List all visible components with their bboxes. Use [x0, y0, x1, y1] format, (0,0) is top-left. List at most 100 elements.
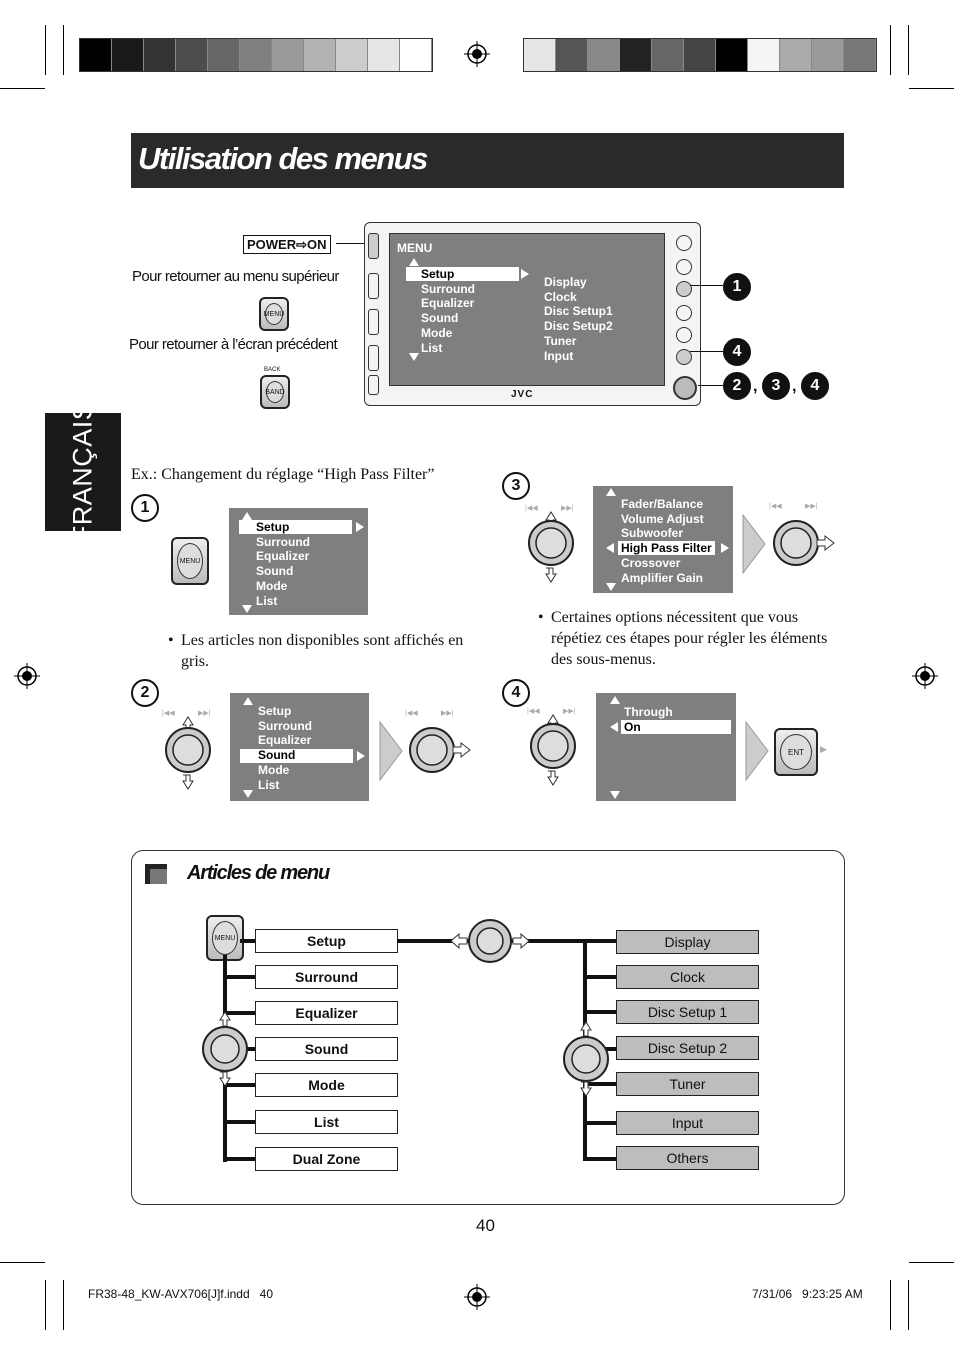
scroll-down-icon [610, 791, 620, 799]
articles-box [131, 850, 845, 1205]
submenu-item-box[interactable]: Disc Setup 1 [616, 1000, 759, 1024]
svg-text:▶▶|: ▶▶| [805, 503, 818, 510]
step-4-number: 4 [502, 679, 530, 707]
unit-highlight-bar [406, 267, 519, 281]
menu-item-box[interactable]: Sound [255, 1037, 398, 1061]
registration-mark-icon [14, 663, 40, 689]
page-number: 40 [476, 1216, 495, 1235]
callout-step-3: 3 [762, 372, 790, 400]
scroll-up-icon [606, 488, 616, 496]
menu-item[interactable]: Surround [258, 718, 312, 733]
registration-mark-icon [912, 663, 938, 689]
menu-button-icon[interactable]: MENU [206, 915, 244, 961]
crop-mark [908, 1280, 909, 1330]
tree-line [583, 1157, 617, 1161]
menu-item[interactable]: Volume Adjust [621, 511, 704, 526]
big-arrow-icon [379, 720, 403, 782]
scroll-up-icon [243, 697, 253, 705]
menu-item[interactable]: Fader/Balance [621, 497, 704, 511]
bullet-icon: • [168, 632, 174, 649]
menu-item-box[interactable]: Setup [255, 929, 398, 953]
menu-item[interactable]: Sound [258, 748, 296, 763]
menu-item-box[interactable]: Mode [255, 1073, 398, 1097]
callout-step-2: 2 [723, 372, 751, 400]
menu-item[interactable]: List [258, 777, 280, 792]
callout-comma: , [792, 378, 797, 395]
unit-right-buttons [673, 229, 697, 400]
menu-button-icon[interactable]: MENU [171, 537, 209, 585]
menu-item-box[interactable]: Surround [255, 965, 398, 989]
menu-item[interactable]: Mode [256, 578, 288, 593]
submenu-item-box[interactable]: Disc Setup 2 [616, 1036, 759, 1060]
rotary-knob-leftright-icon[interactable] [449, 918, 531, 964]
crop-mark [63, 25, 64, 75]
menu-item[interactable]: Mode [258, 762, 290, 777]
submenu-item-box[interactable]: Display [616, 930, 759, 954]
rotary-knob-right-icon[interactable]: |◀◀ ▶▶| [767, 498, 837, 568]
unit-left-item[interactable]: List [421, 340, 443, 355]
menu-item[interactable]: Surround [256, 534, 310, 549]
callout-line [690, 285, 723, 286]
menu-item[interactable]: On [624, 719, 641, 734]
submenu-item-box[interactable]: Tuner [616, 1072, 759, 1096]
submenu-item-box[interactable]: Input [616, 1111, 759, 1135]
menu-item[interactable]: Equalizer [256, 549, 310, 564]
unit-left-item[interactable]: Sound [421, 311, 459, 326]
rotary-knob-updown-icon[interactable] [199, 1008, 251, 1090]
power-text: POWER [247, 237, 297, 252]
ent-button-icon[interactable]: ENT [774, 728, 818, 776]
unit-left-item[interactable]: Mode [421, 325, 453, 340]
menu-item[interactable]: Setup [258, 704, 292, 718]
rotary-knob-right-icon[interactable]: |◀◀ ▶▶| [403, 705, 473, 775]
svg-text:|◀◀: |◀◀ [769, 503, 782, 510]
menu-item-box[interactable]: Equalizer [255, 1001, 398, 1025]
menu-button-label: MENU [264, 303, 284, 325]
step-3-bullet: • Certaines options nécessitent que vous… [538, 607, 834, 670]
menu-item[interactable]: Amplifier Gain [621, 570, 704, 585]
submenu-arrow-icon [521, 269, 529, 279]
unit-left-item[interactable]: Equalizer [421, 296, 475, 311]
rotary-knob-updown-icon[interactable]: |◀◀▶▶| [162, 705, 214, 791]
menu-item[interactable]: Crossover [621, 555, 681, 570]
crop-mark [909, 1262, 954, 1263]
menu-button-icon[interactable]: MENU [259, 297, 289, 331]
menu-item[interactable]: List [256, 593, 278, 608]
menu-item[interactable]: Subwoofer [621, 526, 683, 541]
menu-item[interactable]: Through [624, 705, 673, 719]
menu-item-box[interactable]: List [255, 1110, 398, 1134]
example-text: Ex.: Changement du réglage “High Pass Fi… [131, 466, 435, 483]
unit-right-item: Display [544, 275, 587, 289]
menu-item[interactable]: Equalizer [258, 733, 312, 748]
menu-item-box[interactable]: Dual Zone [255, 1147, 398, 1171]
tree-line [223, 1120, 256, 1124]
rotary-knob-updown-icon[interactable] [560, 1018, 612, 1100]
submenu-item-box[interactable]: Others [616, 1146, 759, 1170]
step-2-number: 2 [131, 679, 159, 707]
tree-line [583, 1082, 617, 1086]
arrow-right-icon: ⇨ [296, 237, 308, 252]
option-left-arrow-icon [606, 543, 614, 553]
rotary-knob-updown-icon[interactable]: |◀◀▶▶| [527, 703, 579, 789]
step-1-menu: Setup Surround Equalizer Sound Mode List [256, 520, 310, 608]
tree-line [583, 1010, 617, 1014]
brand-logo: JVC [511, 389, 534, 400]
unit-left-item[interactable]: Surround [421, 281, 475, 296]
rotary-knob-updown-icon[interactable]: |◀◀▶▶| [525, 500, 577, 586]
menu-item[interactable]: Setup [256, 520, 290, 534]
play-icon: ▶ [820, 744, 827, 754]
crop-mark [63, 1280, 64, 1330]
scroll-down-icon [242, 605, 252, 613]
menu-button-label: MENU [212, 921, 238, 955]
svg-text:|◀◀: |◀◀ [405, 710, 418, 717]
crop-mark [890, 1280, 891, 1330]
svg-text:▶▶|: ▶▶| [441, 710, 454, 717]
menu-item[interactable]: High Pass Filter [621, 541, 712, 556]
unit-left-item[interactable]: Setup [421, 267, 455, 281]
unit-right-item: Clock [544, 289, 577, 304]
menu-item[interactable]: Sound [256, 564, 294, 579]
articles-heading: Articles de menu [187, 862, 330, 884]
submenu-item-box[interactable]: Clock [616, 965, 759, 989]
step-4-screen: Through On [596, 693, 736, 801]
back-band-button-icon[interactable]: BAND [260, 375, 290, 409]
language-tab: FRANÇAIS [45, 402, 121, 542]
